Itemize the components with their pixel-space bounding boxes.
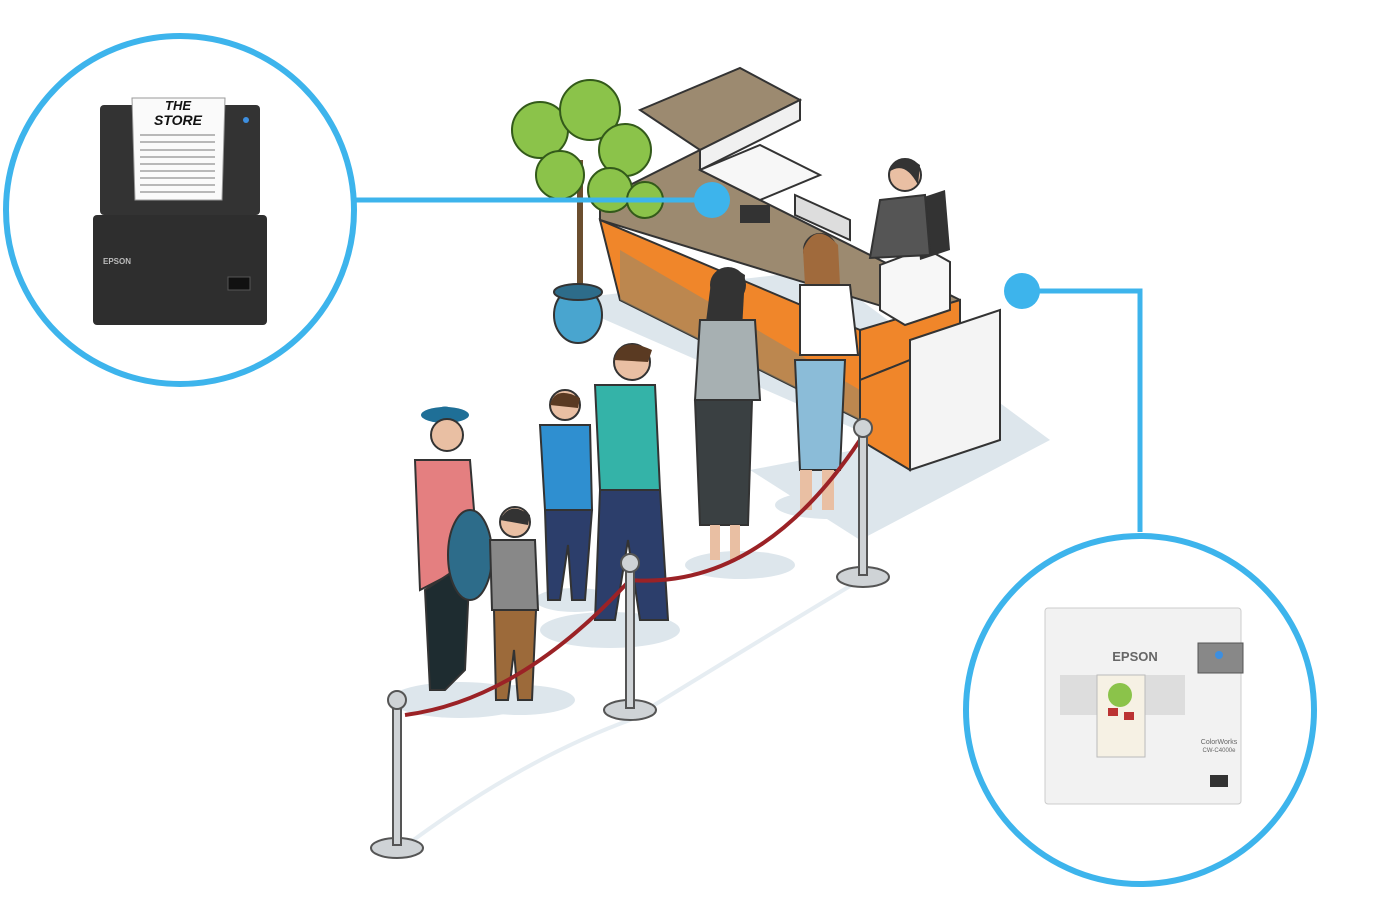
label-printer-model-line1: ColorWorks — [1201, 739, 1238, 746]
power-switch — [227, 276, 251, 291]
cashier — [868, 158, 950, 260]
label-printer-brand: EPSON — [1112, 649, 1158, 664]
customer-boy-blue — [538, 389, 594, 601]
customer-woman-pink — [413, 406, 493, 691]
stanchion — [370, 690, 424, 859]
receipt-lines — [140, 134, 215, 193]
callout-connectors — [355, 197, 1143, 532]
wifi-led-icon — [243, 117, 249, 123]
certification-logo-icon — [1210, 775, 1228, 787]
monitor — [794, 193, 851, 242]
receipt-title-line1: THE — [165, 98, 191, 113]
stanchions — [370, 418, 890, 859]
receipt-printer-callout[interactable]: THE STORE EPSON — [3, 33, 357, 387]
stanchion — [603, 553, 657, 721]
counter-receipt-printer — [740, 205, 770, 223]
callout-dot-receipt-printer[interactable] — [694, 182, 730, 218]
receipt-paper — [131, 97, 226, 201]
potted-plant — [511, 79, 664, 344]
customer-child-grey — [488, 506, 540, 701]
receipt-printer-body — [93, 215, 267, 325]
receipt-title-line2: STORE — [154, 112, 203, 128]
counter-label-printer — [879, 246, 951, 327]
receipt-printer-brand: EPSON — [103, 257, 131, 266]
backpack — [447, 509, 493, 601]
label-printer-model-line2: CW-C4000e — [1203, 748, 1237, 754]
customer-woman-grey — [693, 267, 762, 560]
stanchion — [836, 418, 890, 588]
callout-dot-label-printer[interactable] — [1004, 273, 1040, 309]
label-printer-callout[interactable]: EPSON ColorWorks CW-C4000e — [963, 533, 1317, 887]
